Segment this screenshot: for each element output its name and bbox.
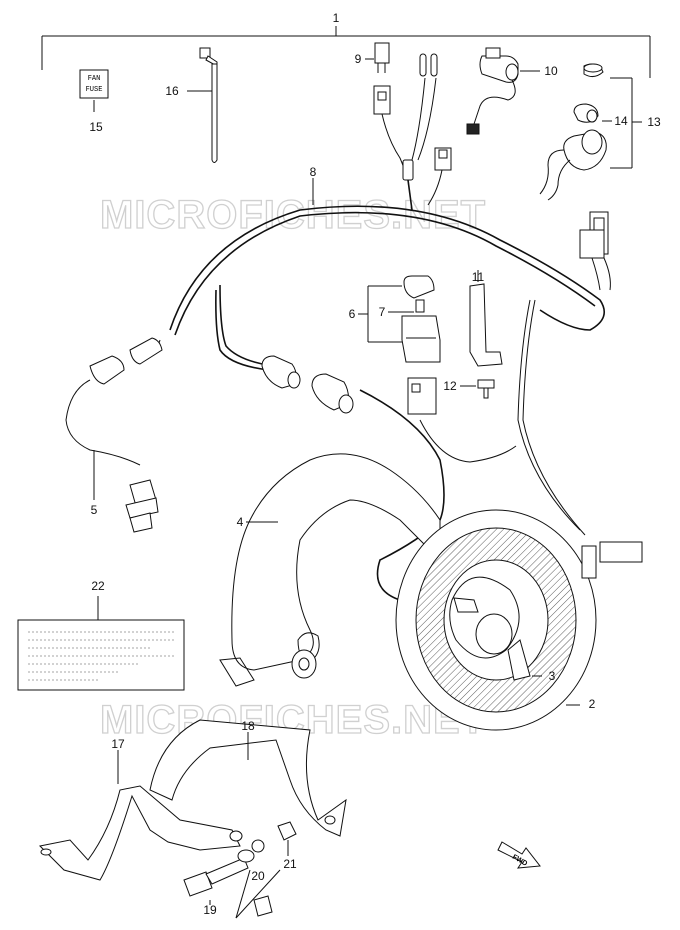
assembly-bracket [41, 26, 651, 78]
callout-3: 3 [549, 669, 556, 683]
callout-12: 12 [443, 379, 457, 393]
callout-6: 6 [349, 307, 356, 321]
svg-text:FAN: FAN [88, 75, 101, 83]
fan-mounting-brackets [38, 719, 347, 881]
harness-connector-right [579, 211, 611, 291]
callout-17: 17 [111, 737, 125, 751]
watermark-top: MICROFICHES.NET [100, 193, 486, 237]
callout-5: 5 [91, 503, 98, 517]
callout-13: 13 [647, 115, 661, 129]
callout-15: 15 [89, 120, 103, 134]
fwd-arrow: FWD [497, 841, 541, 869]
callout-11: 11 [472, 270, 485, 284]
callout-21: 21 [283, 857, 297, 871]
fan-fuse-label: FAN FUSE [79, 69, 109, 112]
fan-shroud [219, 453, 441, 687]
indicator-bulb-assembly [539, 63, 642, 201]
callout-18: 18 [241, 719, 255, 733]
svg-text:FUSE: FUSE [86, 86, 103, 94]
relay-socket [466, 47, 540, 135]
thermo-switch [93, 450, 159, 533]
callout-2: 2 [589, 697, 596, 711]
cable-tie [187, 47, 218, 163]
callout-4: 4 [237, 515, 244, 529]
callout-14: 14 [614, 114, 628, 128]
callout-7: 7 [379, 305, 386, 319]
callout-22: 22 [91, 579, 105, 593]
fan-relay [358, 275, 441, 363]
callout-19: 19 [203, 903, 217, 917]
fan-connector [581, 541, 643, 579]
callout-8: 8 [310, 165, 317, 179]
cooling-fan-assembly [395, 509, 597, 731]
fuse-holder [365, 42, 438, 211]
wire-connector-top [427, 147, 452, 206]
relay-bracket [407, 270, 503, 415]
callout-1: 1 [333, 11, 340, 25]
callout-20: 20 [251, 869, 265, 883]
hardware [183, 821, 297, 919]
callout-9: 9 [355, 52, 362, 66]
callout-numbers: 1 2 3 4 5 6 7 8 9 10 11 12 13 14 15 16 1… [89, 11, 661, 917]
harness-connector-middle [261, 355, 354, 414]
callout-16: 16 [165, 84, 179, 98]
sensor-connector [65, 337, 163, 466]
callout-10: 10 [544, 64, 558, 78]
caution-label [17, 596, 185, 691]
